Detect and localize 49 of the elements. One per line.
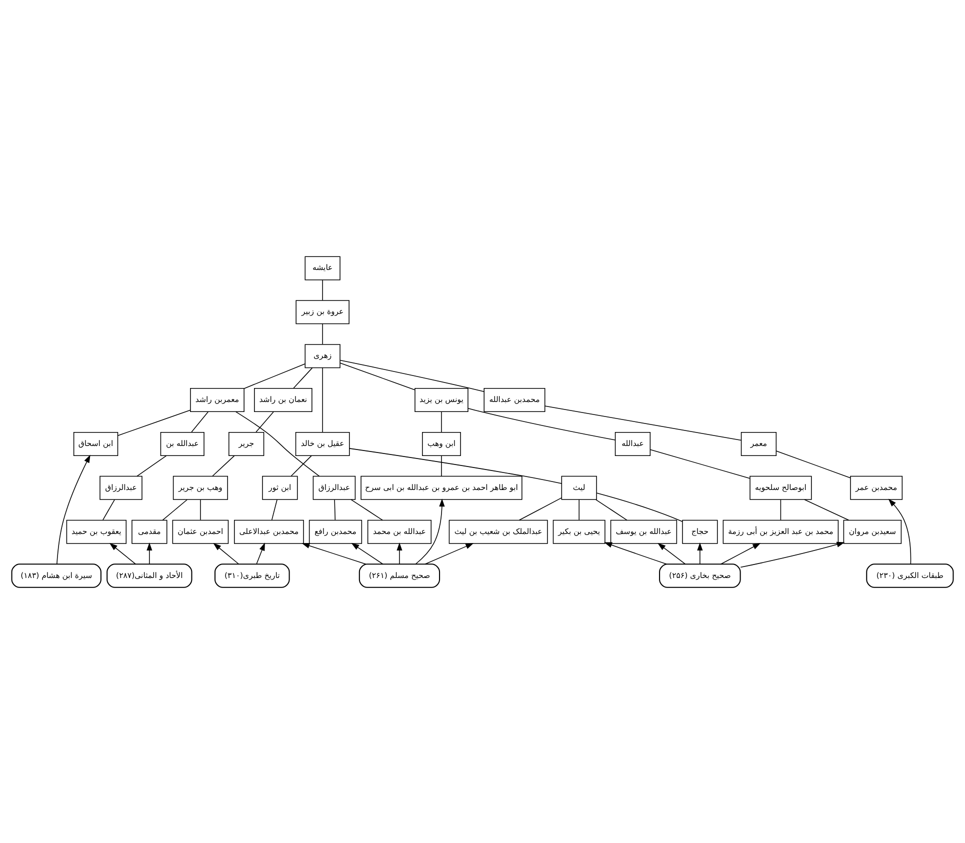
connector xyxy=(200,498,201,520)
connector xyxy=(322,279,323,300)
connector xyxy=(290,454,312,476)
connector xyxy=(117,409,191,436)
connector xyxy=(271,498,278,520)
arrow xyxy=(302,542,366,564)
arrow xyxy=(56,454,90,564)
arrow xyxy=(720,542,761,564)
connector xyxy=(349,448,562,484)
connector xyxy=(544,405,742,440)
connector xyxy=(322,323,323,344)
connector xyxy=(776,450,851,478)
connector xyxy=(340,359,484,392)
connector xyxy=(334,498,336,520)
connector xyxy=(256,411,274,432)
connector xyxy=(244,363,306,388)
arrow xyxy=(424,542,474,564)
connector xyxy=(441,411,442,432)
connector xyxy=(350,498,383,520)
connector xyxy=(441,454,442,476)
connector xyxy=(780,498,782,520)
arrow xyxy=(213,542,240,564)
arrow xyxy=(740,541,845,568)
arrow xyxy=(146,542,152,564)
connector xyxy=(322,367,323,432)
arrow xyxy=(697,542,703,564)
connector xyxy=(596,492,683,522)
connector xyxy=(136,454,167,476)
arrow xyxy=(658,542,686,564)
connector xyxy=(236,410,320,476)
connector xyxy=(578,498,580,520)
arrow xyxy=(604,542,668,564)
connector xyxy=(293,367,313,388)
connector xyxy=(468,407,616,440)
arrow xyxy=(351,542,384,564)
connector xyxy=(191,411,208,432)
connector xyxy=(212,454,235,476)
connector xyxy=(650,448,750,478)
arrow xyxy=(256,542,265,564)
connector xyxy=(340,362,416,390)
connector xyxy=(804,498,850,520)
arrow xyxy=(109,542,136,564)
connector xyxy=(596,498,628,520)
connector xyxy=(102,498,115,520)
connector xyxy=(162,498,188,520)
arrow xyxy=(415,498,445,564)
arrow xyxy=(396,542,402,564)
arrow xyxy=(888,498,912,564)
connector xyxy=(518,496,562,520)
